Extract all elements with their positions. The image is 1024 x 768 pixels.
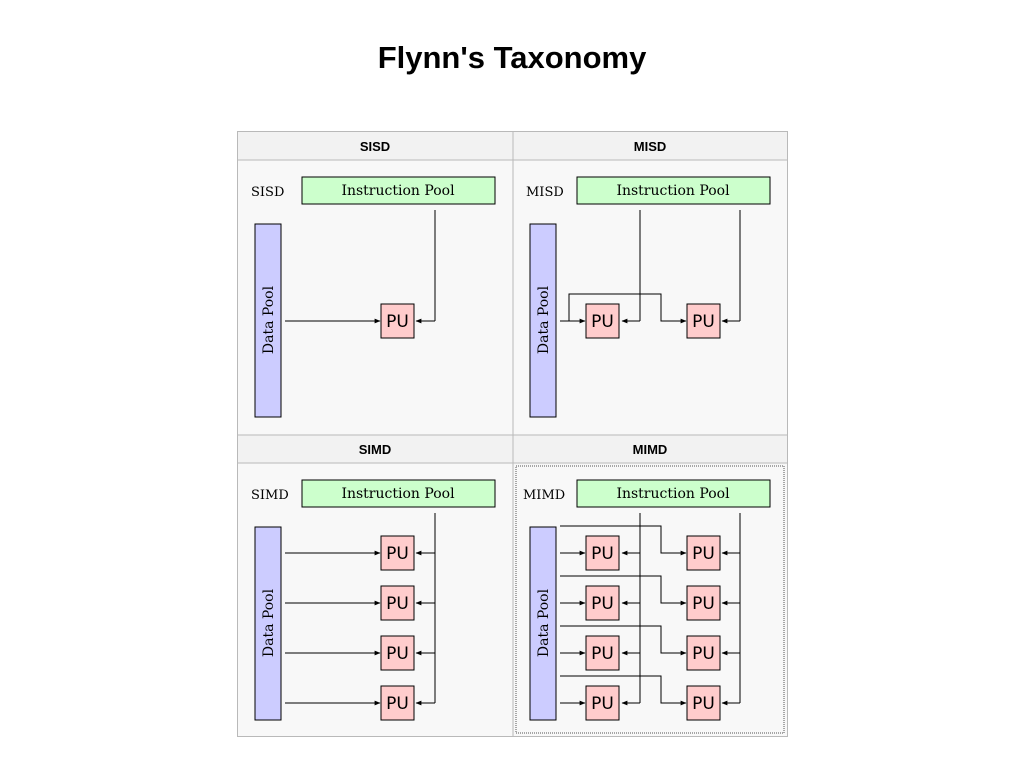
misd-pu-2 xyxy=(686,303,721,339)
simd-pu-4 xyxy=(380,685,415,721)
misd-label: MISD xyxy=(526,185,564,200)
header-bg-misd xyxy=(513,132,787,160)
simd-pu-2 xyxy=(380,585,415,621)
mimd-instruction-pool-label: Instruction Pool xyxy=(616,486,730,502)
mimd-data-branch-1 xyxy=(560,525,687,556)
mimd-pu-3-a xyxy=(585,635,620,671)
mimd-pu-2-a xyxy=(585,585,620,621)
simd-data-pool xyxy=(254,526,282,721)
taxonomy-diagram: SISD MISD SIMD MIMD SISD Instruction Poo… xyxy=(238,132,787,736)
mimd-pu-2-a-label: PU xyxy=(591,594,614,614)
mimd-data-pool xyxy=(529,526,557,721)
mimd-pu-3-b-label: PU xyxy=(692,644,715,664)
misd-instruction-pool xyxy=(576,176,771,205)
header-mimd: MIMD xyxy=(633,442,668,457)
misd-pu-1-label: PU xyxy=(591,312,614,332)
simd-pu-1-label: PU xyxy=(386,544,409,564)
misd-data-branch xyxy=(568,293,687,324)
mimd-data-branch-2 xyxy=(560,575,687,606)
sisd-label: SISD xyxy=(251,185,284,200)
simd-pu-1 xyxy=(380,535,415,571)
mimd-pu-4-a-label: PU xyxy=(591,694,614,714)
misd-data-pool-label: Data Pool xyxy=(536,285,552,354)
mimd-pu-3-a-label: PU xyxy=(591,644,614,664)
sisd-pu xyxy=(380,303,415,339)
sisd-pu-label: PU xyxy=(386,312,409,332)
simd-pu-rows: PU PU PU PU xyxy=(285,535,435,721)
simd-instruction-pool xyxy=(301,479,496,508)
simd-pu-3-label: PU xyxy=(386,644,409,664)
simd-label: SIMD xyxy=(251,488,289,503)
mimd-pu-4-b xyxy=(686,685,721,721)
simd-instruction-pool-label: Instruction Pool xyxy=(341,486,455,502)
header-simd: SIMD xyxy=(359,442,392,457)
simd-pu-2-label: PU xyxy=(386,594,409,614)
mimd-instruction-pool xyxy=(576,479,771,508)
mimd-pu-1-b-label: PU xyxy=(692,544,715,564)
simd-pu-4-label: PU xyxy=(386,694,409,714)
misd-pu-1 xyxy=(585,303,620,339)
mimd-pu-1-b xyxy=(686,535,721,571)
mimd-pu-1-a-label: PU xyxy=(591,544,614,564)
simd-pu-3 xyxy=(380,635,415,671)
simd-data-pool-label: Data Pool xyxy=(261,588,277,657)
mimd-pu-rows: PU PU PU PU PU PU PU PU xyxy=(560,525,740,721)
page-title: Flynn's Taxonomy xyxy=(377,40,647,75)
header-bg-mimd xyxy=(513,435,787,463)
mimd-pu-1-a xyxy=(585,535,620,571)
misd-instruction-pool-label: Instruction Pool xyxy=(616,183,730,199)
mimd-dotted-frame xyxy=(515,465,785,734)
sisd-instruction-pool-label: Instruction Pool xyxy=(341,183,455,199)
header-misd: MISD xyxy=(634,139,667,154)
mimd-pu-4-a xyxy=(585,685,620,721)
misd-pu-2-label: PU xyxy=(692,312,715,332)
mimd-label: MIMD xyxy=(523,488,565,503)
header-bg-sisd xyxy=(238,132,513,160)
sisd-data-pool-label: Data Pool xyxy=(261,285,277,354)
mimd-data-branch-3 xyxy=(560,625,687,656)
sisd-instruction-pool xyxy=(301,176,496,205)
mimd-pu-2-b-label: PU xyxy=(692,594,715,614)
misd-data-pool xyxy=(529,223,557,418)
mimd-pu-2-b xyxy=(686,585,721,621)
sisd-data-pool xyxy=(254,223,282,418)
mimd-data-branch-4 xyxy=(560,675,687,706)
mimd-data-pool-label: Data Pool xyxy=(536,588,552,657)
mimd-pu-3-b xyxy=(686,635,721,671)
header-bg-simd xyxy=(238,435,513,463)
header-sisd: SISD xyxy=(360,139,390,154)
taxonomy-grid: SISD MISD SIMD MIMD SISD Instruction Poo… xyxy=(237,131,788,737)
mimd-pu-4-b-label: PU xyxy=(692,694,715,714)
